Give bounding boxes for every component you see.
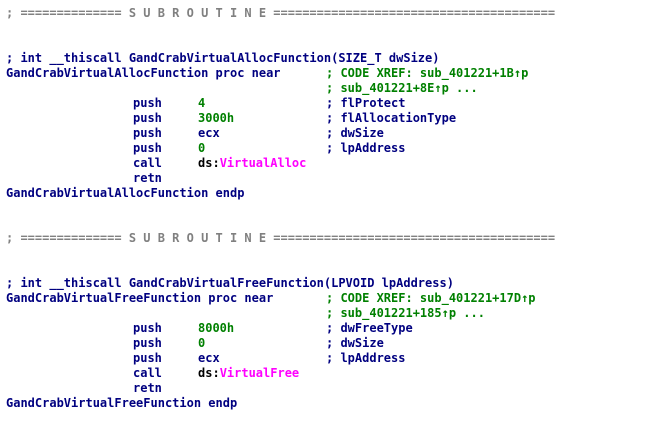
instruction-line: push ecx ; dwSize [0, 126, 384, 141]
mnemonic: call [133, 156, 162, 170]
instruction-line: call ds:VirtualAlloc [0, 156, 306, 171]
instruction-line: push 0 ; dwSize [0, 336, 384, 351]
code-xref[interactable]: ; sub_401221+8E↑p ... [326, 81, 478, 95]
operand: 8000h [198, 321, 235, 335]
function-label[interactable]: GandCrabVirtualFreeFunction endp [6, 396, 238, 410]
register-operand: ecx [198, 351, 220, 365]
subroutine-separator: ; ============== S U B R O U T I N E ===… [0, 6, 555, 21]
proc-declaration: GandCrabVirtualAllocFunction proc near ;… [0, 66, 528, 81]
function-label[interactable]: GandCrabVirtualFreeFunction proc near [6, 291, 274, 305]
operand: 0 [198, 141, 206, 155]
proc-declaration: GandCrabVirtualFreeFunction proc near ; … [0, 291, 536, 306]
mnemonic: retn [133, 171, 162, 185]
signature-text[interactable]: ; int __thiscall GandCrabVirtualAllocFun… [6, 51, 440, 65]
argument-comment: ; dwSize [326, 336, 384, 350]
instruction-line: retn [0, 171, 162, 186]
argument-comment: ; dwFreeType [326, 321, 413, 335]
function-signature-comment: ; int __thiscall GandCrabVirtualFreeFunc… [0, 276, 454, 291]
separator-text: ; ============== S U B R O U T I N E ===… [6, 6, 556, 20]
separator-text: ; ============== S U B R O U T I N E ===… [6, 231, 556, 245]
mnemonic: push [133, 96, 162, 110]
mnemonic: push [133, 321, 162, 335]
subroutine-separator: ; ============== S U B R O U T I N E ===… [0, 231, 555, 246]
operand: 0 [198, 336, 206, 350]
segment-prefix: ds: [198, 156, 220, 170]
instruction-line: retn [0, 381, 162, 396]
argument-comment: ; flProtect [326, 96, 406, 110]
function-label[interactable]: GandCrabVirtualAllocFunction endp [6, 186, 245, 200]
mnemonic: retn [133, 381, 162, 395]
segment-prefix: ds: [198, 366, 220, 380]
argument-comment: ; lpAddress [326, 141, 406, 155]
register-operand: ecx [198, 126, 220, 140]
operand: 4 [198, 96, 206, 110]
mnemonic: push [133, 141, 162, 155]
function-label[interactable]: GandCrabVirtualAllocFunction proc near [6, 66, 281, 80]
xref-continuation: ; sub_401221+8E↑p ... [0, 81, 478, 96]
argument-comment: ; dwSize [326, 126, 384, 140]
mnemonic: push [133, 351, 162, 365]
mnemonic: push [133, 111, 162, 125]
function-signature-comment: ; int __thiscall GandCrabVirtualAllocFun… [0, 51, 439, 66]
mnemonic: call [133, 366, 162, 380]
instruction-line: push 3000h ; flAllocationType [0, 111, 456, 126]
code-xref[interactable]: ; CODE XREF: sub_401221+17D↑p [326, 291, 536, 305]
instruction-line: call ds:VirtualFree [0, 366, 299, 381]
call-operand: ds:VirtualAlloc [198, 156, 306, 171]
instruction-line: push 8000h ; dwFreeType [0, 321, 413, 336]
proc-end: GandCrabVirtualFreeFunction endp [0, 396, 237, 411]
xref-continuation: ; sub_401221+185↑p ... [0, 306, 485, 321]
call-operand: ds:VirtualFree [198, 366, 299, 381]
api-import-link[interactable]: VirtualAlloc [219, 156, 307, 170]
instruction-line: push ecx ; lpAddress [0, 351, 405, 366]
instruction-line: push 0 ; lpAddress [0, 141, 405, 156]
instruction-line: push 4 ; flProtect [0, 96, 405, 111]
disassembly-listing: ; ============== S U B R O U T I N E ===… [0, 6, 555, 411]
operand: 3000h [198, 111, 235, 125]
api-import-link[interactable]: VirtualFree [219, 366, 300, 380]
proc-end: GandCrabVirtualAllocFunction endp [0, 186, 244, 201]
code-xref[interactable]: ; CODE XREF: sub_401221+1B↑p [326, 66, 529, 80]
code-xref[interactable]: ; sub_401221+185↑p ... [326, 306, 485, 320]
argument-comment: ; lpAddress [326, 351, 406, 365]
mnemonic: push [133, 126, 162, 140]
argument-comment: ; flAllocationType [326, 111, 457, 125]
signature-text[interactable]: ; int __thiscall GandCrabVirtualFreeFunc… [6, 276, 454, 290]
mnemonic: push [133, 336, 162, 350]
